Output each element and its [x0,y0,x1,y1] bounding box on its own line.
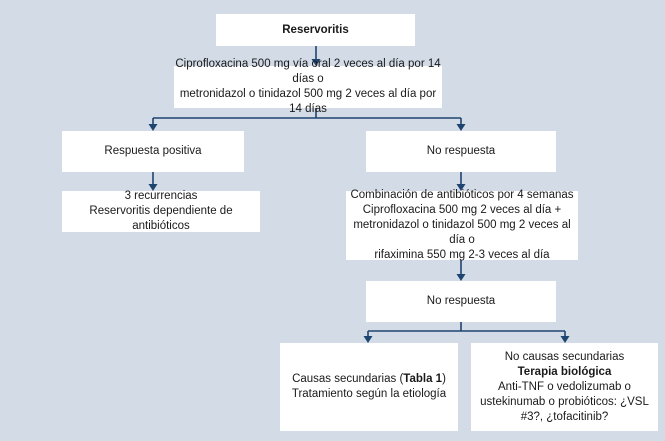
arrowhead [311,59,321,66]
node-text-line: metronidazol o tinidazol 500 mg 2 veces … [179,88,437,115]
node-reservoritis: Reservoritis [216,14,415,46]
arrowhead [363,336,373,343]
node-first-line-antibiotics: Ciprofloxacina 500 mg vía oral 2 veces a… [174,58,442,115]
arrowhead [456,124,466,131]
arrowhead [148,124,158,131]
node-text-line: metronidazol o tinidazol 500 mg 2 veces … [353,219,571,246]
node-no-response-2: No respuesta [366,281,556,322]
node-text-line: Reservoritis dependiente de antibióticos [89,205,233,232]
arrowhead [456,184,466,191]
node-positive-response: Respuesta positiva [62,131,244,172]
node-label: No respuesta [426,145,496,157]
node-text-line: Tratamiento según la etiología [291,388,447,400]
node-text-line: rifaximina 550 mg 2-3 veces al día [374,249,550,261]
node-antibiotic-combination: Combinación de antibióticos por 4 semana… [346,189,578,261]
node-text-line: Ciprofloxacina 500 mg 2 veces al día + [362,204,562,216]
table-reference: Tabla 1 [403,373,443,385]
node-text-line: 3 recurrencias [124,190,198,202]
arrowhead [148,184,158,191]
node-recurrences: 3 recurrencias Reservoritis dependiente … [62,190,260,232]
node-text-line: #3?, ¿tofacitinib? [520,410,609,423]
node-label: Respuesta positiva [104,145,202,157]
node-no-response-1: No respuesta [366,131,556,172]
node-text-line: Terapia biológica [517,365,612,378]
node-text-fragment: Causas secundarias ( [292,373,404,385]
arrowhead [560,336,570,343]
node-label: Reservoritis [282,23,349,36]
node-text-line: Combinación de antibióticos por 4 semana… [350,189,574,201]
arrowhead [456,274,466,281]
node-text-line: Causas secundarias (Tabla 1) [292,372,446,387]
node-text-line: ustekinumab o probióticos: ¿VSL [480,395,649,408]
node-biologic-therapy: No causas secundarias Terapia biológica … [471,343,658,431]
node-text-line: No causas secundarias [504,350,625,363]
node-text-line: Ciprofloxacina 500 mg vía oral 2 veces a… [175,58,441,85]
node-text-fragment: ) [442,373,446,385]
node-label: No respuesta [426,295,496,307]
node-text-line: Anti-TNF o vedolizumab o [498,380,631,393]
node-secondary-causes: Causas secundarias (Tabla 1) Tratamiento… [280,343,458,431]
